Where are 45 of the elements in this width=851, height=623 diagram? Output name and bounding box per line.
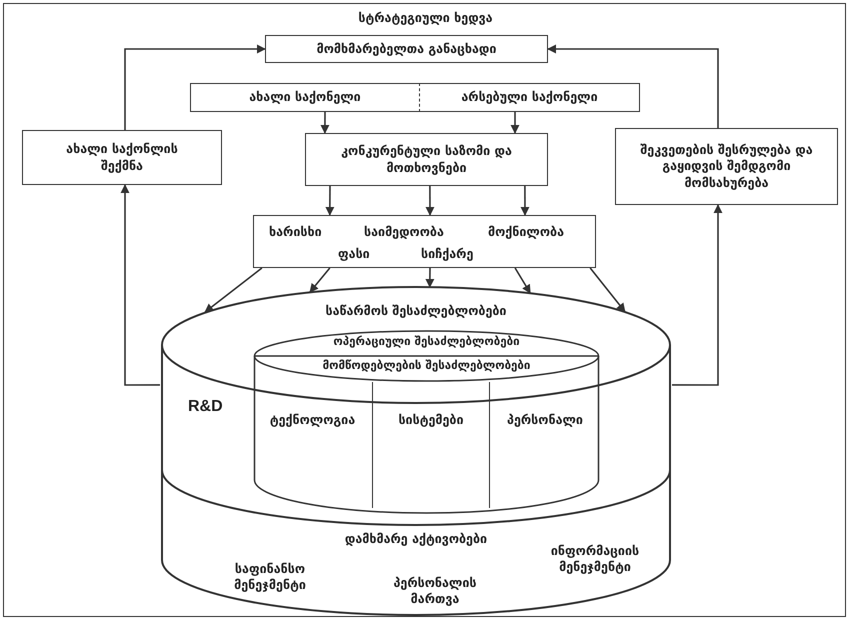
box-label: საწარმოს შესაძლებლობები	[324, 303, 508, 320]
process-box	[190, 83, 420, 112]
box-label: შეკვეთების შესრულება და გაყიდვის შემდგომი მომსახურება	[639, 142, 814, 191]
box-label: ინფორმაციის მენეჯმენტი	[550, 543, 640, 576]
arrow	[120, 184, 160, 386]
box-label: ოპერაციული შესაძლებლობები	[332, 334, 521, 349]
box-label: მოქნილობა	[488, 224, 564, 240]
process-box	[305, 133, 548, 186]
process-box	[22, 130, 222, 185]
process-box	[615, 128, 838, 205]
box-label: დამხმარე აქტივობები	[344, 531, 488, 548]
box-label: სისტემები	[397, 412, 465, 428]
arrow	[425, 268, 434, 288]
box-label: პერსონალი	[506, 412, 584, 428]
box-label: საიმედოობა	[364, 224, 444, 240]
box-label: ტექნოლოგია	[268, 412, 356, 428]
arrow	[320, 112, 330, 134]
process-box	[253, 215, 596, 268]
table-column	[372, 382, 490, 508]
arrow	[510, 112, 520, 134]
box-label: R&D	[188, 397, 223, 417]
arrow	[309, 268, 330, 293]
arrow	[520, 186, 530, 216]
arrow	[514, 268, 531, 294]
arrow	[547, 44, 719, 128]
box-label: საფინანსო მენეჯმენტი	[233, 561, 307, 594]
process-box	[420, 83, 640, 112]
arrow	[124, 44, 266, 130]
arrow	[590, 268, 626, 312]
arrow	[672, 204, 722, 386]
box-label: ხარისხი	[269, 224, 322, 240]
box-label: მომხმარებელთა განაცხადი	[316, 40, 496, 58]
box-label: პერსონალის მართვა	[392, 575, 478, 608]
box-label: კონკურენტული საზომი და მოთხოვნები	[340, 143, 513, 176]
box-label: სიჩქარე	[421, 246, 474, 262]
box-label: არსებული საქონელი	[461, 89, 598, 106]
box-label: ფასი	[338, 246, 370, 262]
arrow	[204, 267, 262, 313]
arrow	[425, 186, 434, 216]
arrow	[325, 186, 334, 216]
box-label: ახალი საქონელი	[249, 89, 361, 106]
box-label: მომწოდებლების შესაძლებლობები	[322, 358, 532, 373]
box-label: ახალი საქონლის შექმნა	[65, 141, 179, 174]
process-box	[265, 35, 548, 63]
diagram-title: სტრატეგიული ხედვა	[358, 10, 493, 25]
